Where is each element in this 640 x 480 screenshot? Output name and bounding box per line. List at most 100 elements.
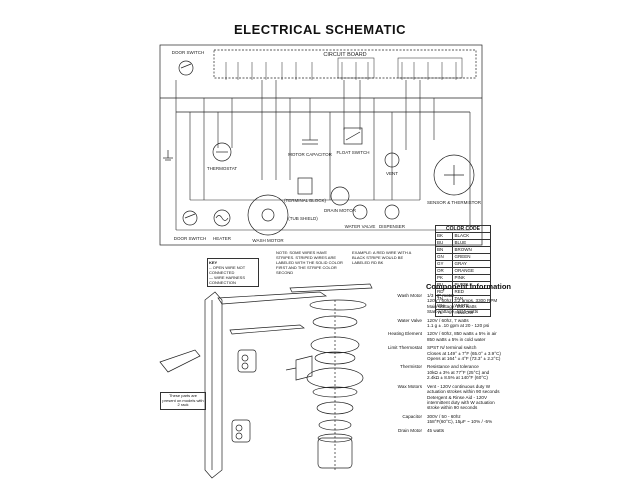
color-code-abbr: BK xyxy=(434,232,454,240)
component-spec: 1/3 HP motor 120V / 60hz, 3.2 amps, 3300… xyxy=(427,293,498,315)
vent-symbol xyxy=(384,152,400,168)
terminal-block-symbol xyxy=(297,177,313,195)
rack-handle xyxy=(159,349,201,373)
door-switch-top-label: DOOR SWITCH xyxy=(172,50,205,55)
component-name: Drain Motor xyxy=(398,427,422,433)
component-name: Thermistor xyxy=(400,364,422,370)
component-info-rows: Wash Motor 1/3 HP motor 120V / 60hz, 3.2 … xyxy=(378,293,628,433)
parts-illustration xyxy=(159,283,373,479)
motor-capacitor-label: MOTOR CAPACITOR xyxy=(288,152,333,157)
vent-label: VENT xyxy=(386,171,398,176)
drain-motor-label: DRAIN MOTOR xyxy=(324,208,357,213)
drain-motor-symbol xyxy=(330,186,350,206)
upper-spray-arm xyxy=(217,291,328,305)
component-spec: SPST N/ terminal switch Closes at 149° ±… xyxy=(427,345,501,362)
color-code-abbr: GY xyxy=(434,260,454,268)
color-code-abbr: OR xyxy=(434,267,454,275)
component-name: Capacitor xyxy=(402,413,422,419)
float-switch-label: FLOAT SWITCH xyxy=(336,150,369,155)
color-code-abbr: PK xyxy=(434,274,454,282)
component-name: Water Valve xyxy=(397,317,422,323)
color-code-name: GREEN xyxy=(452,253,491,261)
color-code-name: GRAY xyxy=(452,260,491,268)
key-legend: KEY -- OPEN WIRE NOT CONNECTED — WIRE HA… xyxy=(207,258,259,287)
page-title: ELECTRICAL SCHEMATIC xyxy=(233,22,407,37)
component-name: Wax Motors xyxy=(397,383,422,389)
color-code-name: BLACK xyxy=(452,232,491,240)
note-striped-wires: NOTE: SOME WIRES HAVE STRIPES. STRIPED W… xyxy=(276,250,343,275)
wiring-frame xyxy=(159,44,483,246)
component-name: Wash Motor xyxy=(397,293,422,298)
heater-symbol xyxy=(213,209,231,227)
component-info-row: Heating Element 120V / 60hz, 850 watts ± … xyxy=(378,331,628,342)
sensor-thermistor-label: SENSOR & THERMISTOR xyxy=(427,200,482,205)
color-code-abbr: BU xyxy=(434,239,454,247)
key-line-1: -- OPEN WIRE NOT CONNECTED xyxy=(209,265,246,275)
terminal-block-label: (TERMINAL BLOCK) xyxy=(284,198,327,203)
color-code-abbr: YL xyxy=(434,309,454,317)
dispenser-part xyxy=(237,349,257,373)
tub-side-panel xyxy=(204,291,223,479)
color-code-name: ORANGE xyxy=(452,267,491,275)
lower-spray-arm xyxy=(309,299,367,311)
drain-pump-part xyxy=(295,355,313,381)
component-info-row: Drain Motor 45 watts xyxy=(378,428,628,433)
color-code-name: YELLOW xyxy=(452,309,491,317)
water-valve-label: WATER VALVE xyxy=(345,224,376,229)
component-spec: Resistance and tolerance 10kΩ ± 3% at 77… xyxy=(427,364,490,381)
component-spec: 45 watts xyxy=(427,427,445,433)
component-info-row: Wax Motors Vent - 120V continuous duty W … xyxy=(378,384,628,411)
color-code-abbr: GN xyxy=(434,253,454,261)
component-name: Limit Thermostat xyxy=(387,345,422,351)
ground-icon xyxy=(163,150,173,161)
component-info-row: Wash Motor 1/3 HP motor 120V / 60hz, 3.2 … xyxy=(378,293,628,315)
component-information: Component Information Wash Motor 1/3 HP m… xyxy=(378,282,628,436)
spray-arm-2 xyxy=(229,324,305,335)
color-code-name: PINK xyxy=(452,274,491,282)
door-switch-bottom-label: DOOR SWITCH xyxy=(174,236,207,241)
tub-shield-label: (TUB SHIELD) xyxy=(288,216,318,221)
heater-label: HEATER xyxy=(213,236,232,241)
component-info-title: Component Information xyxy=(426,282,511,291)
vertical-wires xyxy=(175,80,471,231)
note-example: EXAMPLE: A RED WIRE WITH A BLACK STRIPE … xyxy=(352,250,412,265)
color-code-name: BROWN xyxy=(452,246,491,254)
thermostat-symbol xyxy=(212,142,232,162)
component-spec: 120V / 60hz, 850 watts ± 5% in air 850 w… xyxy=(427,331,497,342)
component-info-row: Thermistor Resistance and tolerance 10kΩ … xyxy=(378,364,628,380)
water-valve-symbol xyxy=(352,204,368,220)
float-switch-symbol xyxy=(343,127,363,145)
component-spec: Vent - 120V continuous duty W actuation … xyxy=(427,383,500,411)
component-name: Heating Element xyxy=(388,331,422,337)
component-info-row: Limit Thermostat SPST N/ terminal switch … xyxy=(378,345,628,361)
key-title: KEY xyxy=(209,260,218,265)
top-spray-arm xyxy=(289,283,373,293)
component-spec: 120V / 60hz, 7 watts 1.1 g ± .10 gpm at … xyxy=(427,317,490,329)
motor-capacitor-symbol xyxy=(302,139,318,145)
key-line-2: — WIRE HARNESS CONNECTION xyxy=(209,275,246,285)
door-switch-bottom-symbol xyxy=(182,210,198,226)
color-code-title: COLOR CODE xyxy=(435,225,491,233)
dispenser-label: DISPENSER xyxy=(379,224,406,229)
color-code-name: BLUE xyxy=(452,239,491,247)
color-code-abbr: BN xyxy=(434,246,454,254)
door-switch-top-symbol xyxy=(178,60,194,76)
component-info-row: Water Valve 120V / 60hz, 7 watts 1.1 g ± … xyxy=(378,318,628,329)
callout-note: These parts are present on models with 2… xyxy=(160,392,206,410)
board-terminals xyxy=(225,57,463,80)
heater-part xyxy=(231,419,251,443)
wash-motor-symbol xyxy=(247,194,289,236)
circuit-board-label: CIRCUIT BOARD xyxy=(323,52,366,58)
wash-motor-label: WASH MOTOR xyxy=(252,238,284,243)
